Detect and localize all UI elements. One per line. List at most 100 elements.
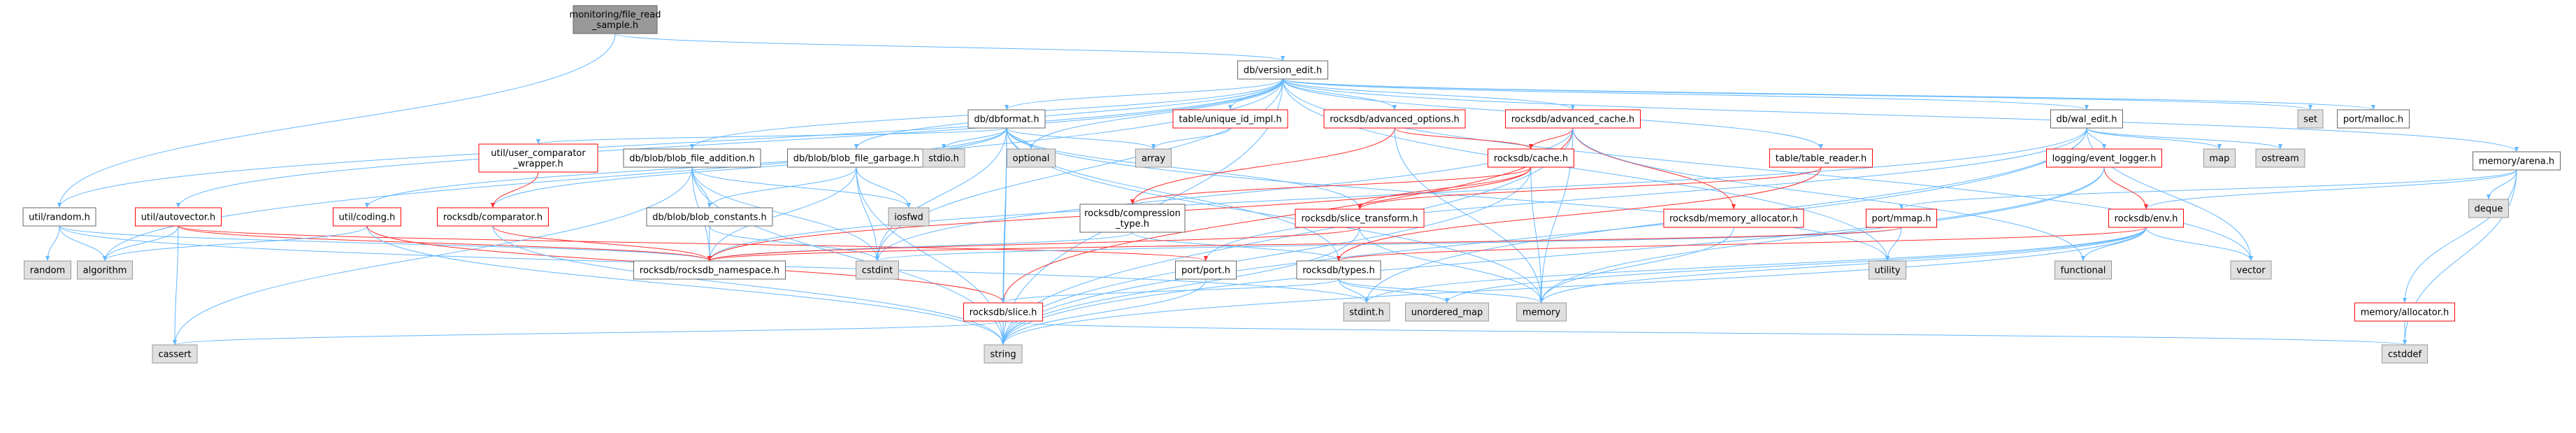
node-rocksdb-env[interactable]: rocksdb/env.h bbox=[2108, 208, 2184, 228]
node-memory-allocator-h[interactable]: memory/allocator.h bbox=[2354, 302, 2455, 322]
node-compression-type[interactable]: rocksdb/compression_type.h bbox=[1079, 204, 1186, 233]
edge-rocksdb-env-to-vector bbox=[2145, 227, 2254, 262]
node-label: set bbox=[2303, 115, 2317, 125]
node-label: db/version_edit.h bbox=[1244, 66, 1322, 76]
node-box bbox=[2382, 344, 2428, 364]
node-cstddef[interactable]: cstddef bbox=[2382, 344, 2428, 364]
node-label: rocksdb/rocksdb_namespace.h bbox=[640, 266, 779, 276]
edge-rocksdb-env-to-memory bbox=[1539, 227, 2147, 304]
node-advanced-options[interactable]: rocksdb/advanced_options.h bbox=[1323, 109, 1466, 129]
node-label: memory bbox=[1523, 308, 1561, 318]
node-label: db/blob/blob_file_addition.h bbox=[629, 154, 755, 164]
edge-version-edit-to-set bbox=[1282, 78, 2312, 111]
node-root[interactable]: monitoring/file_read_sample.h bbox=[570, 5, 661, 34]
node-label: db/dbformat.h bbox=[974, 115, 1039, 125]
node-version-edit[interactable]: db/version_edit.h bbox=[1237, 60, 1328, 80]
node-string[interactable]: string bbox=[984, 344, 1023, 364]
node-box bbox=[1405, 302, 1489, 322]
node-box bbox=[2050, 109, 2123, 129]
node-blob-file-addition[interactable]: db/blob/blob_file_addition.h bbox=[623, 148, 761, 168]
node-port-mmap[interactable]: port/mmap.h bbox=[1866, 208, 1937, 228]
edge-dbformat-to-optional bbox=[1006, 127, 1034, 150]
node-iosfwd[interactable]: iosfwd bbox=[888, 207, 930, 227]
node-box bbox=[135, 207, 222, 227]
node-rocksdb-namespace[interactable]: rocksdb/rocksdb_namespace.h bbox=[633, 260, 786, 280]
edge-advanced-cache-to-memory-allocator bbox=[1572, 127, 1736, 210]
node-rocksdb-slice[interactable]: rocksdb/slice.h bbox=[963, 302, 1043, 322]
node-vector[interactable]: vector bbox=[2230, 260, 2272, 280]
edge-rocksdb-slice-to-cstddef bbox=[1002, 320, 2407, 346]
node-util-autovector[interactable]: util/autovector.h bbox=[135, 207, 222, 227]
edge-util-autovector-to-rocksdb-namespace bbox=[178, 225, 712, 262]
node-util-coding[interactable]: util/coding.h bbox=[333, 207, 401, 227]
node-box bbox=[1505, 109, 1641, 129]
node-map[interactable]: map bbox=[2203, 148, 2236, 168]
edge-blob-file-addition-to-string bbox=[691, 166, 1006, 346]
node-util-random[interactable]: util/random.h bbox=[22, 207, 96, 227]
node-advanced-cache[interactable]: rocksdb/advanced_cache.h bbox=[1505, 109, 1641, 129]
node-rocksdb-comparator[interactable]: rocksdb/comparator.h bbox=[437, 207, 549, 227]
node-box bbox=[1663, 208, 1804, 228]
node-label: rocksdb/memory_allocator.h bbox=[1669, 214, 1798, 225]
edge-advanced-options-to-rocksdb-cache bbox=[1394, 127, 1534, 150]
node-box bbox=[1135, 148, 1172, 168]
node-box bbox=[2297, 109, 2324, 129]
node-user-comparator-wrapper[interactable]: util/user_comparator_wrapper.h bbox=[478, 143, 598, 173]
edge-version-edit-to-wal-edit bbox=[1282, 78, 2089, 111]
node-label: cstdint bbox=[862, 266, 893, 276]
node-label: logging/event_logger.h bbox=[2052, 154, 2157, 164]
node-label: util/autovector.h bbox=[141, 213, 216, 223]
edge-dbformat-to-utility bbox=[1006, 127, 1890, 262]
edge-dbformat-to-cstdint bbox=[875, 127, 1007, 262]
node-memory[interactable]: memory bbox=[1516, 302, 1567, 322]
node-label: rocksdb/comparator.h bbox=[443, 213, 542, 223]
node-utility[interactable]: utility bbox=[1869, 260, 1906, 280]
node-slice-transform[interactable]: rocksdb/slice_transform.h bbox=[1295, 208, 1425, 228]
edge-event-logger-to-memory bbox=[1539, 166, 2105, 304]
node-event-logger[interactable]: logging/event_logger.h bbox=[2046, 148, 2162, 168]
node-unordered-map[interactable]: unordered_map bbox=[1405, 302, 1489, 322]
node-label: _wrapper.h bbox=[512, 159, 563, 169]
edge-event-logger-to-string bbox=[1000, 166, 2105, 346]
node-algorithm[interactable]: algorithm bbox=[77, 260, 133, 280]
node-stdint[interactable]: stdint.h bbox=[1343, 302, 1390, 322]
node-box bbox=[2046, 148, 2162, 168]
node-cassert[interactable]: cassert bbox=[152, 344, 198, 364]
node-memory-arena[interactable]: memory/arena.h bbox=[2473, 151, 2561, 171]
edge-slice-transform-to-memory bbox=[1359, 227, 1544, 304]
edge-rocksdb-comparator-to-rocksdb-namespace bbox=[492, 225, 712, 262]
edge-blob-file-garbage-to-cstdint bbox=[856, 166, 880, 262]
node-rocksdb-types[interactable]: rocksdb/types.h bbox=[1296, 260, 1381, 280]
node-deque[interactable]: deque bbox=[2468, 199, 2509, 218]
node-stdio[interactable]: stdio.h bbox=[922, 148, 965, 168]
node-label: utility bbox=[1875, 266, 1901, 276]
node-optional[interactable]: optional bbox=[1007, 148, 1056, 168]
node-table-reader[interactable]: table/table_reader.h bbox=[1769, 148, 1873, 168]
node-box bbox=[1516, 302, 1567, 322]
node-ostream[interactable]: ostream bbox=[2255, 148, 2305, 168]
node-box bbox=[856, 260, 899, 280]
node-blob-constants[interactable]: db/blob/blob_constants.h bbox=[646, 207, 773, 227]
node-dbformat[interactable]: db/dbformat.h bbox=[967, 109, 1046, 129]
edge-slice-transform-to-rocksdb-namespace bbox=[707, 227, 1360, 262]
edge-wal-edit-to-port-port bbox=[1203, 127, 2087, 262]
node-wal-edit[interactable]: db/wal_edit.h bbox=[2050, 109, 2123, 129]
edge-blob-constants-to-cstdint bbox=[709, 225, 880, 262]
node-box bbox=[2473, 151, 2561, 171]
node-random[interactable]: random bbox=[24, 260, 71, 280]
node-blob-file-garbage[interactable]: db/blob/blob_file_garbage.h bbox=[787, 148, 926, 168]
node-box bbox=[633, 260, 786, 280]
node-unique-id-impl[interactable]: table/unique_id_impl.h bbox=[1172, 109, 1288, 129]
node-functional[interactable]: functional bbox=[2055, 260, 2112, 280]
node-rocksdb-cache[interactable]: rocksdb/cache.h bbox=[1488, 148, 1574, 168]
node-memory-allocator[interactable]: rocksdb/memory_allocator.h bbox=[1663, 208, 1804, 228]
node-array[interactable]: array bbox=[1135, 148, 1172, 168]
node-cstdint[interactable]: cstdint bbox=[856, 260, 899, 280]
node-box bbox=[1079, 204, 1186, 233]
edge-advanced-options-to-memory bbox=[1394, 127, 1544, 304]
node-set[interactable]: set bbox=[2297, 109, 2324, 129]
edge-port-port-to-string bbox=[1000, 278, 1207, 346]
node-port-malloc[interactable]: port/malloc.h bbox=[2337, 109, 2410, 129]
node-box bbox=[1295, 208, 1425, 228]
node-port-port[interactable]: port/port.h bbox=[1175, 260, 1237, 280]
